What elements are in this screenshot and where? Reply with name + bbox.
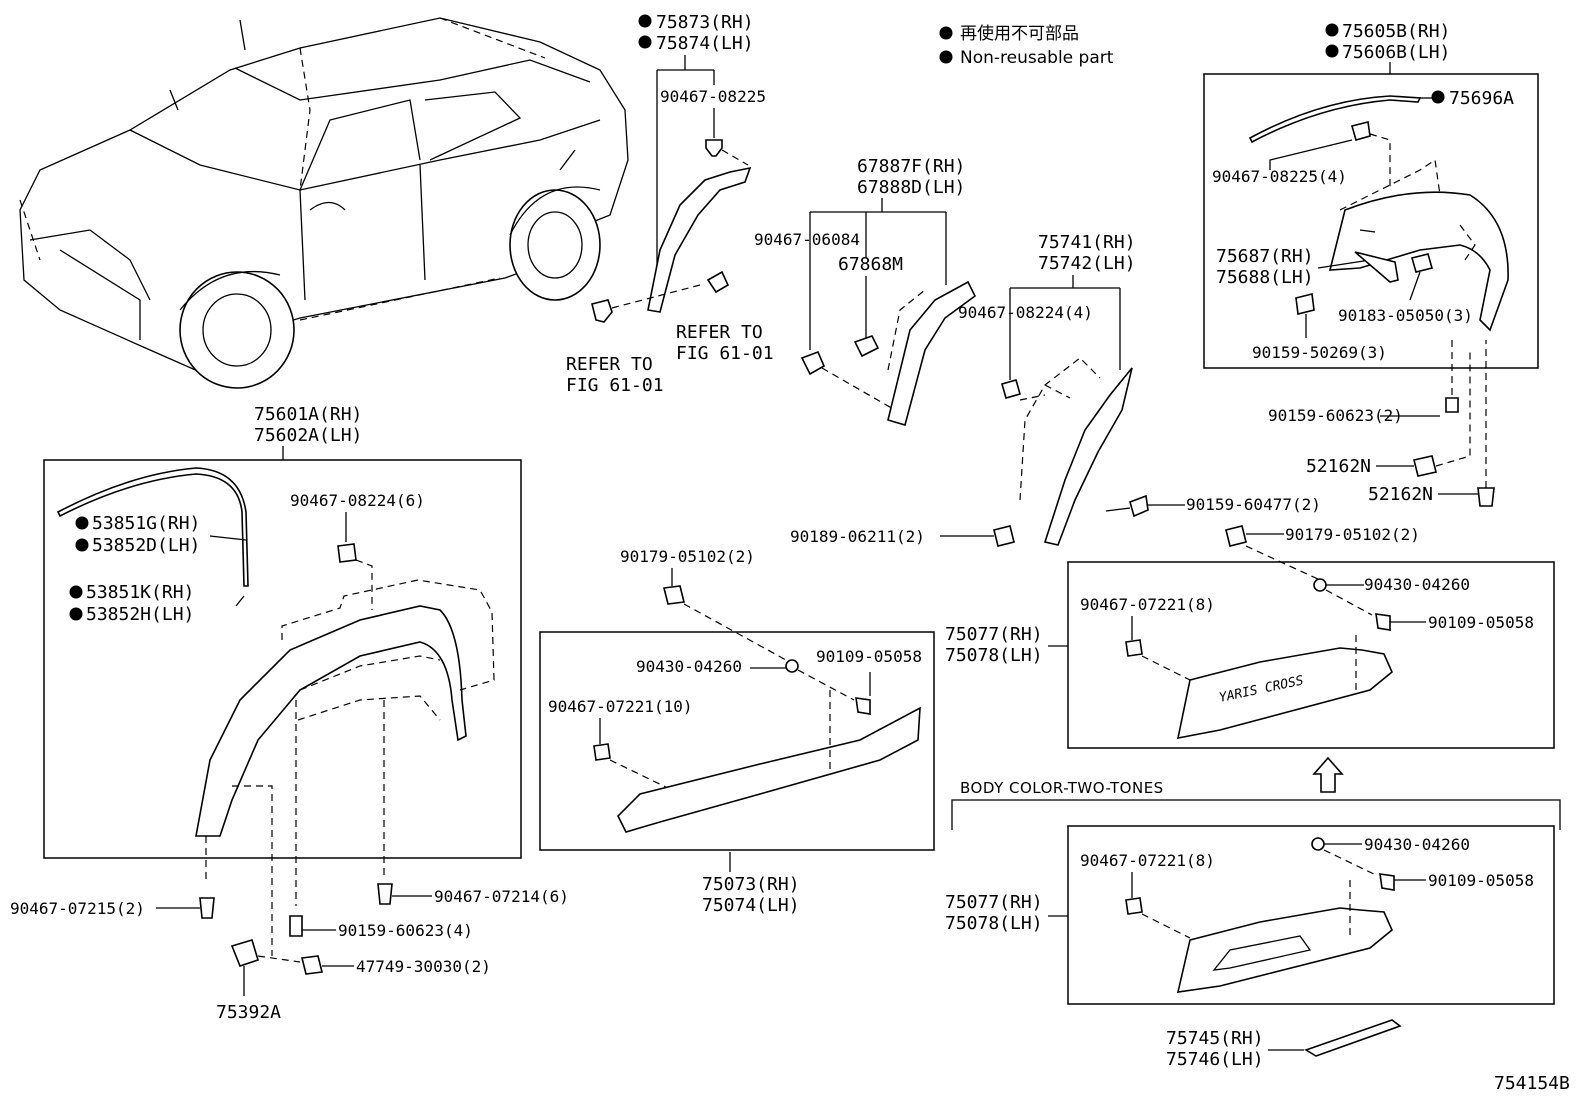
part-90467-06084[interactable]: 90467-06084 [754, 230, 860, 249]
section-label: BODY COLOR-TWO-TONES [960, 779, 1164, 797]
part-90430-04260-a[interactable]: 90430-04260 [1364, 575, 1470, 594]
part-75606B[interactable]: 75606B(LH) [1342, 42, 1450, 63]
part-52162N-b[interactable]: 52162N [1368, 484, 1433, 505]
part-67868M[interactable]: 67868M [838, 254, 903, 275]
part-75745[interactable]: 75745(RH) [1166, 1028, 1264, 1049]
part-90467-08225-4[interactable]: 90467-08225(4) [1212, 167, 1347, 186]
part-75687[interactable]: 75687(RH) [1216, 246, 1314, 267]
part-90467-07221-8a[interactable]: 90467-07221(8) [1080, 595, 1215, 614]
part-75605B[interactable]: 75605B(RH) [1342, 21, 1450, 42]
part-90467-08225[interactable]: 90467-08225 [660, 87, 766, 106]
part-75601A[interactable]: 75601A(RH) [254, 404, 362, 425]
legend: 再使用不可部品 Non-reusable part [939, 23, 1114, 68]
part-53852D[interactable]: 53852D(LH) [92, 535, 200, 556]
callout-fig61-b1[interactable]: REFER TO [676, 322, 763, 343]
part-75688[interactable]: 75688(LH) [1216, 267, 1314, 288]
part-90467-08224-6[interactable]: 90467-08224(6) [290, 491, 425, 510]
part-75741[interactable]: 75741(RH) [1038, 232, 1136, 253]
part-75874[interactable]: 75874(LH) [656, 33, 754, 54]
part-75742[interactable]: 75742(LH) [1038, 253, 1136, 274]
part-52162N-a[interactable]: 52162N [1306, 456, 1371, 477]
part-90179-05102-a[interactable]: 90179-05102(2) [1285, 525, 1420, 544]
group-75073: 90179-05102(2) 90430-04260 90109-05058 9… [539, 547, 935, 916]
part-75078-a[interactable]: 75078(LH) [945, 645, 1043, 666]
part-75392A[interactable]: 75392A [216, 1002, 281, 1023]
part-75074[interactable]: 75074(LH) [702, 895, 800, 916]
box-75605B [1203, 73, 1539, 369]
part-75077-b[interactable]: 75077(RH) [945, 892, 1043, 913]
part-90467-07214[interactable]: 90467-07214(6) [434, 887, 569, 906]
part-90467-07221-10[interactable]: 90467-07221(10) [548, 697, 693, 716]
part-53851G[interactable]: 53851G(RH) [92, 513, 200, 534]
box-75073 [539, 631, 935, 851]
part-75602A[interactable]: 75602A(LH) [254, 425, 362, 446]
legend-jp: 再使用不可部品 [960, 23, 1079, 44]
part-90189-06211[interactable]: 90189-06211(2) [790, 527, 925, 546]
part-67888D[interactable]: 67888D(LH) [857, 177, 965, 198]
filled-circle-icon [939, 50, 953, 64]
part-53852H[interactable]: 53852H(LH) [86, 604, 194, 625]
part-90430-04260-c[interactable]: 90430-04260 [1364, 835, 1470, 854]
group-75873: 75873(RH) 75874(LH) 90467-08225 REFER TO… [566, 12, 774, 396]
box-75601A [43, 459, 522, 859]
part-75077-a[interactable]: 75077(RH) [945, 624, 1043, 645]
group-75077-upper: 90179-05102(2) 90430-04260 90109-05058 9… [945, 525, 1555, 749]
group-75605B: 75605B(RH) 75606B(LH) 75696A 90467-08225… [1203, 21, 1539, 507]
part-53851K[interactable]: 53851K(RH) [86, 582, 194, 603]
part-47749-30030[interactable]: 47749-30030(2) [356, 957, 491, 976]
part-75873[interactable]: 75873(RH) [656, 12, 754, 33]
part-figure-number: 754154B [1494, 1073, 1570, 1094]
part-90183-05050[interactable]: 90183-05050(3) [1338, 306, 1473, 325]
part-90467-07221-8b[interactable]: 90467-07221(8) [1080, 851, 1215, 870]
part-90467-07215[interactable]: 90467-07215(2) [10, 899, 145, 918]
group-75741: 75741(RH) 75742(LH) 90467-08224(4) 90159… [790, 232, 1321, 547]
callout-fig61-a2[interactable]: FIG 61-01 [566, 375, 664, 396]
part-75746[interactable]: 75746(LH) [1166, 1049, 1264, 1070]
part-90109-05058-c[interactable]: 90109-05058 [1428, 871, 1534, 890]
part-75696A[interactable]: 75696A [1449, 88, 1514, 109]
part-90159-50269[interactable]: 90159-50269(3) [1252, 343, 1387, 362]
group-75745: 75745(RH) 75746(LH) 754154B [1166, 1019, 1570, 1094]
part-90159-60623-4[interactable]: 90159-60623(4) [338, 921, 473, 940]
callout-fig61-b2[interactable]: FIG 61-01 [676, 343, 774, 364]
filled-circle-icon [939, 26, 953, 40]
part-90109-05058-b[interactable]: 90109-05058 [816, 647, 922, 666]
part-75073[interactable]: 75073(RH) [702, 874, 800, 895]
part-90179-05102-b[interactable]: 90179-05102(2) [620, 547, 755, 566]
vehicle-illustration [19, 17, 629, 389]
group-67887F: 67887F(RH) 67888D(LH) 90467-06084 67868M [754, 156, 977, 426]
group-75601A: 75601A(RH) 75602A(LH) 53851G(RH) 53852D(… [10, 404, 569, 1023]
group-two-tones: BODY COLOR-TWO-TONES 90430-04260 90109-0… [945, 779, 1561, 1005]
legend-en: Non-reusable part [960, 48, 1114, 68]
arrow-up-icon [1312, 756, 1344, 793]
part-67887F[interactable]: 67887F(RH) [857, 156, 965, 177]
callout-fig61-a1[interactable]: REFER TO [566, 354, 653, 375]
part-90159-60477[interactable]: 90159-60477(2) [1186, 495, 1321, 514]
part-90109-05058-a[interactable]: 90109-05058 [1428, 613, 1534, 632]
box-75077-lower [1067, 825, 1555, 1005]
box-75077-upper [1067, 561, 1555, 749]
part-75078-b[interactable]: 75078(LH) [945, 913, 1043, 934]
part-90430-04260-b[interactable]: 90430-04260 [636, 657, 742, 676]
part-90159-60623-2[interactable]: 90159-60623(2) [1268, 406, 1403, 425]
part-90467-08224-4[interactable]: 90467-08224(4) [958, 303, 1093, 322]
